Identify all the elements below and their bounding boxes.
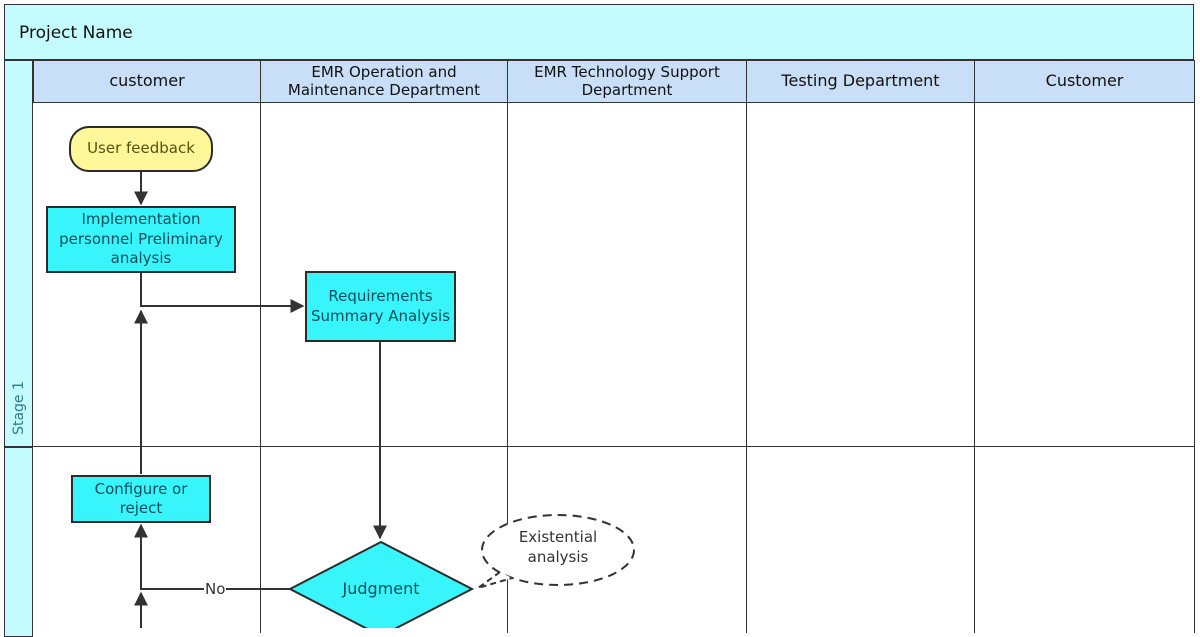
lane-divider	[507, 103, 508, 633]
lane-header-emr-operation: EMR Operation and Maintenance Department	[260, 60, 508, 103]
lane-divider	[974, 103, 975, 633]
stage-1-strip: Stage 1	[4, 60, 33, 447]
lane-header-customer-2: Customer	[974, 60, 1195, 103]
requirements-summary-process: Requirements Summary Analysis	[305, 271, 456, 342]
existential-analysis-callout-shape	[481, 514, 635, 586]
stage-divider	[33, 446, 1195, 447]
judgment-diamond	[287, 540, 475, 628]
lane-divider	[1194, 103, 1195, 633]
diagram-title: Project Name	[19, 23, 133, 43]
configure-or-reject-process: Configure or reject	[71, 475, 211, 523]
diagram-title-bar: Project Name	[4, 4, 1194, 60]
lane-header-emr-technology: EMR Technology Support Department	[507, 60, 747, 103]
judgment-label: Judgment	[342, 578, 420, 598]
callout-pointer	[477, 571, 513, 589]
lane-divider	[746, 103, 747, 633]
lane-header-customer: customer	[33, 60, 261, 103]
stage-2-strip	[4, 447, 33, 637]
edge-label-no: No	[204, 580, 227, 598]
lane-header-testing: Testing Department	[746, 60, 975, 103]
user-feedback-terminal: User feedback	[69, 126, 213, 172]
lane-divider	[260, 103, 261, 633]
edge-judgment-to-configure	[134, 523, 290, 590]
implementation-analysis-process: Implementation personnel Preliminary ana…	[46, 206, 236, 273]
edge-implementation-to-requirements	[140, 273, 305, 313]
existential-analysis-label: Existential analysis	[518, 528, 598, 566]
